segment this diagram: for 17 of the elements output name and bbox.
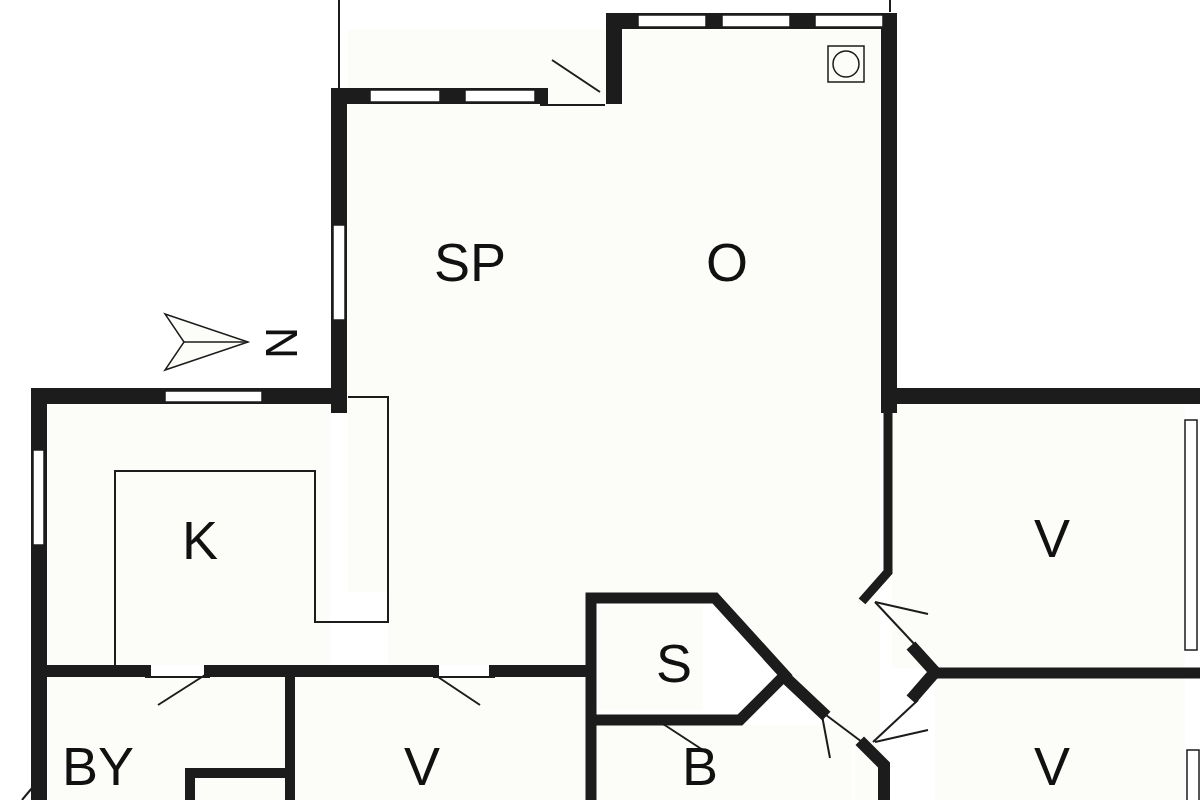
room-label: K xyxy=(182,513,218,567)
room-floor xyxy=(597,725,852,800)
room-floor xyxy=(935,678,1185,800)
compass-letter: N xyxy=(259,327,303,359)
room-label: V xyxy=(404,739,440,793)
room-floor xyxy=(295,677,585,800)
room-floor xyxy=(48,677,285,800)
room-label: V xyxy=(1034,511,1070,565)
room-label: B xyxy=(682,739,718,793)
room-label: BY xyxy=(62,739,134,793)
room-label: V xyxy=(1034,739,1070,793)
room-label: S xyxy=(656,636,692,690)
room-floor xyxy=(348,30,880,592)
room-label: O xyxy=(706,235,748,289)
room-floor xyxy=(892,405,1185,668)
room-label: SP xyxy=(434,235,506,289)
room-floor xyxy=(48,405,330,665)
